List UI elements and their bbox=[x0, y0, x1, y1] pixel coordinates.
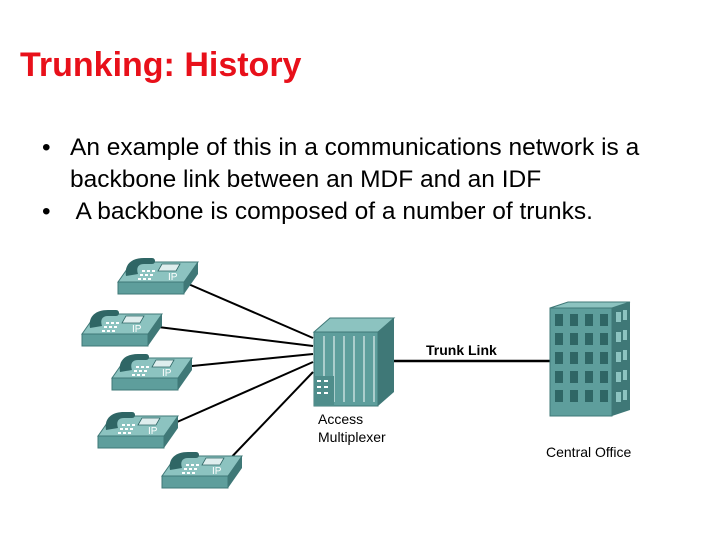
ip-badge: IP bbox=[168, 272, 178, 283]
slide-title: Trunking: History bbox=[20, 46, 302, 84]
link-line bbox=[167, 361, 314, 427]
link-line bbox=[223, 371, 314, 466]
ip-badge: IP bbox=[162, 368, 172, 379]
bullet-item: • A backbone is composed of a number of … bbox=[42, 196, 702, 228]
ip-phone-icon: IP bbox=[81, 309, 163, 347]
ip-phone-icon: IP bbox=[117, 257, 199, 295]
bullet-text: A backbone is composed of a number of tr… bbox=[70, 198, 593, 225]
trunk-link-label: Trunk Link bbox=[426, 342, 497, 358]
link-line bbox=[181, 353, 314, 368]
phone-links bbox=[149, 282, 314, 466]
link-line bbox=[185, 282, 314, 339]
link-line bbox=[149, 325, 314, 347]
bullet-list: • An example of this in a communications… bbox=[42, 132, 702, 228]
bullet-marker: • bbox=[42, 134, 51, 161]
bullet-marker: • bbox=[42, 198, 51, 225]
ip-badge: IP bbox=[132, 324, 142, 335]
multiplexer-label-line1: Access bbox=[318, 411, 363, 427]
ip-badge: IP bbox=[148, 426, 158, 437]
bullet-item: • An example of this in a communications… bbox=[42, 132, 702, 196]
ip-phone-icon: IP bbox=[111, 353, 193, 391]
central-office-building-icon bbox=[549, 301, 631, 417]
ip-phone-icon: IP bbox=[161, 451, 243, 489]
access-multiplexer-icon bbox=[312, 317, 396, 407]
multiplexer-label-line2: Multiplexer bbox=[318, 429, 386, 445]
ip-badge: IP bbox=[212, 466, 222, 477]
ip-phone-icon: IP bbox=[97, 411, 179, 449]
bullet-text: An example of this in a communications n… bbox=[70, 134, 640, 193]
central-office-label: Central Office bbox=[546, 444, 632, 460]
